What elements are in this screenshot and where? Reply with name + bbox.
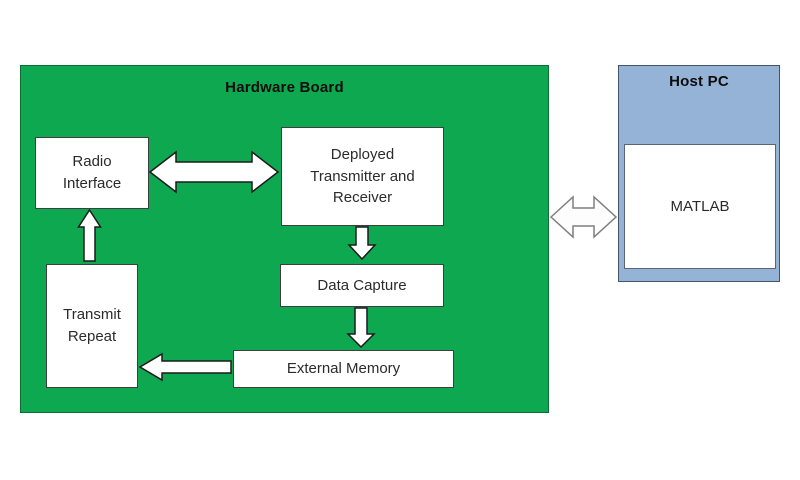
node-deployed-transmitter-receiver: Deployed Transmitter and Receiver [281, 127, 444, 226]
node-matlab: MATLAB [624, 144, 776, 269]
node-radio-interface: Radio Interface [35, 137, 149, 209]
node-external-memory: External Memory [233, 350, 454, 388]
hardware-board-title: Hardware Board [225, 79, 344, 96]
arrow-board-host-pc-bidirectional-icon [549, 195, 618, 239]
node-data-capture: Data Capture [280, 264, 444, 307]
host-pc-panel: Host PC MATLAB [618, 65, 780, 282]
host-pc-title: Host PC [669, 73, 729, 90]
hardware-board-panel: Hardware Board Radio Interface Deployed … [20, 65, 549, 413]
node-transmit-repeat: Transmit Repeat [46, 264, 138, 388]
